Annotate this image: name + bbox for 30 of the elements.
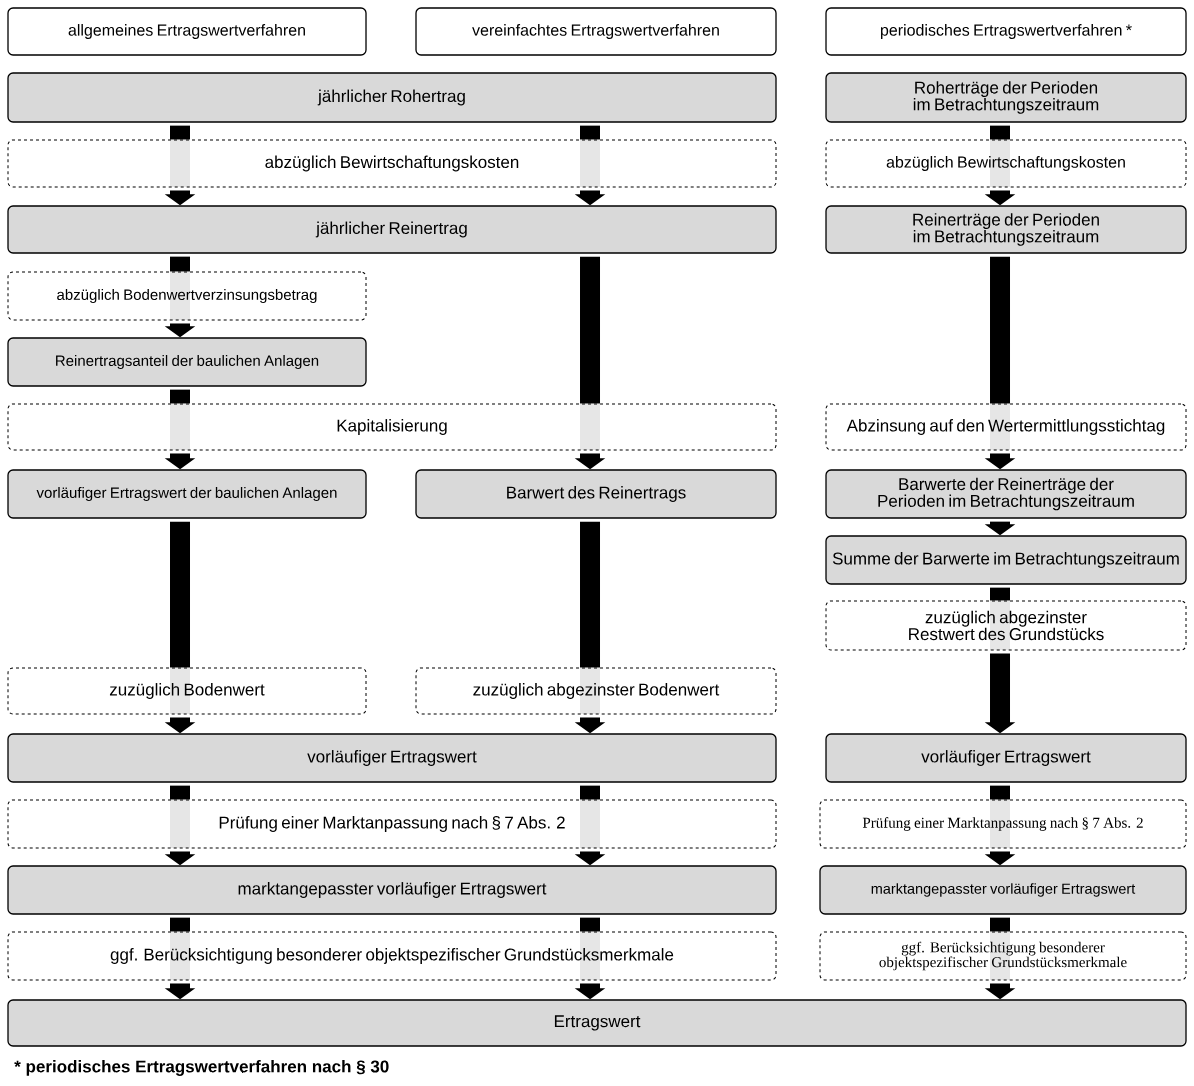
- header-box: vereinfachtes Ertragswertverfahren: [415, 7, 777, 56]
- process-box: marktangepasster vorläufiger Ertragswert: [7, 865, 777, 915]
- process-box: marktangepasster vorläufiger Ertragswert: [819, 865, 1187, 915]
- process-box: Barwerte der Reinerträge der Perioden im Betrachtungszeitraum: [825, 469, 1187, 519]
- step-box: ggf. Berücksichtigung besonderer objektspezifischer Grundstücksmerkmale: [7, 931, 777, 981]
- process-box: vorläufiger Ertragswert: [825, 733, 1187, 783]
- caption: * periodisches Ertragswertverfahren nach § 30: [14, 1060, 389, 1076]
- process-box: Summe der Barwerte im Betrachtungszeitraum: [825, 535, 1187, 585]
- process-box: vorläufiger Ertragswert: [7, 733, 777, 783]
- step-box: ggf. Berücksichtigung besonderer objektspezifischer Grundstücksmerkmale: [819, 931, 1187, 981]
- header-box: allgemeines Ertragswertverfahren: [7, 7, 367, 56]
- process-box: Reinertragsanteil der baulichen Anlagen: [7, 337, 367, 387]
- process-box: Barwert des Reinertrags: [415, 469, 777, 519]
- step-box: zuzüglich abgezinster Restwert des Grundstücks: [825, 600, 1187, 651]
- process-box: vorläufiger Ertragswert der baulichen Anlagen: [7, 469, 367, 519]
- step-box: zuzüglich Bodenwert: [7, 667, 367, 715]
- header-box: periodisches Ertragswertverfahren *: [825, 7, 1187, 56]
- process-box: jährlicher Rohertrag: [7, 72, 777, 123]
- process-box: Roherträge der Perioden im Betrachtungszeitraum: [825, 72, 1187, 123]
- process-box: Ertragswert: [7, 999, 1187, 1047]
- process-box: jährlicher Reinertrag: [7, 205, 777, 254]
- step-box: abzüglich Bodenwertverzinsungsbetrag: [7, 271, 367, 321]
- process-box: Reinerträge der Perioden im Betrachtungszeitraum: [825, 205, 1187, 254]
- step-box: abzüglich Bewirtschaftungskosten: [7, 139, 777, 188]
- step-box: zuzüglich abgezinster Bodenwert: [415, 667, 777, 715]
- step-box: abzüglich Bewirtschaftungskosten: [825, 139, 1187, 188]
- step-box: Kapitalisierung: [7, 403, 777, 451]
- step-box: Prüfung einer Marktanpassung nach § 7 Abs. 2: [819, 799, 1187, 849]
- step-box: Prüfung einer Marktanpassung nach § 7 Abs. 2: [7, 799, 777, 849]
- step-box: Abzinsung auf den Wertermittlungsstichtag: [825, 403, 1187, 451]
